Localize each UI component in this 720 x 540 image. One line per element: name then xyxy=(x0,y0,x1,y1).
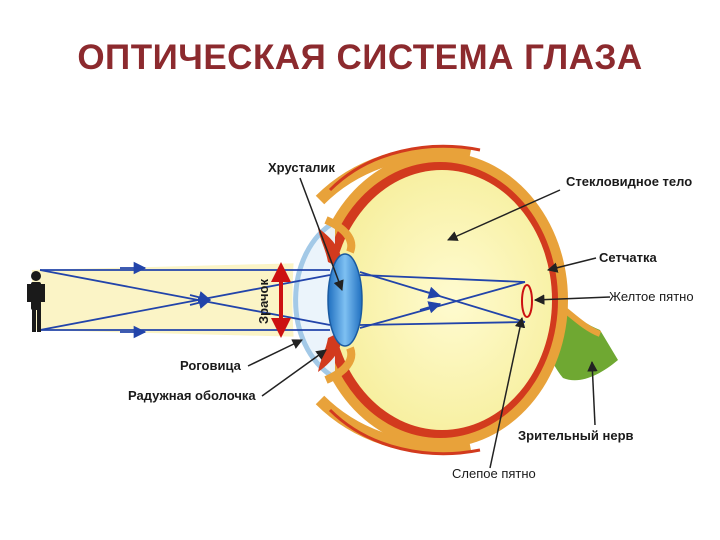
label-iris: Радужная оболочка xyxy=(128,388,256,403)
pointer-lines xyxy=(247,177,611,469)
person-icon xyxy=(27,271,45,332)
label-pupil: Зрачок xyxy=(256,279,271,324)
label-lens: Хрусталик xyxy=(268,160,335,175)
page-title: ОПТИЧЕСКАЯ СИСТЕМА ГЛАЗА xyxy=(77,38,643,77)
cornea xyxy=(293,219,337,381)
label-macula: Желтое пятно xyxy=(609,289,694,304)
iris xyxy=(318,216,356,384)
label-blind-spot: Слепое пятно xyxy=(452,466,536,481)
light-beam xyxy=(32,262,345,338)
label-vitreous: Стекловидное тело xyxy=(566,174,692,189)
macula-marker xyxy=(521,284,533,318)
label-retina: Сетчатка xyxy=(599,250,657,265)
label-optic-nerve: Зрительный нерв xyxy=(518,428,634,443)
label-cornea: Роговица xyxy=(180,358,242,373)
